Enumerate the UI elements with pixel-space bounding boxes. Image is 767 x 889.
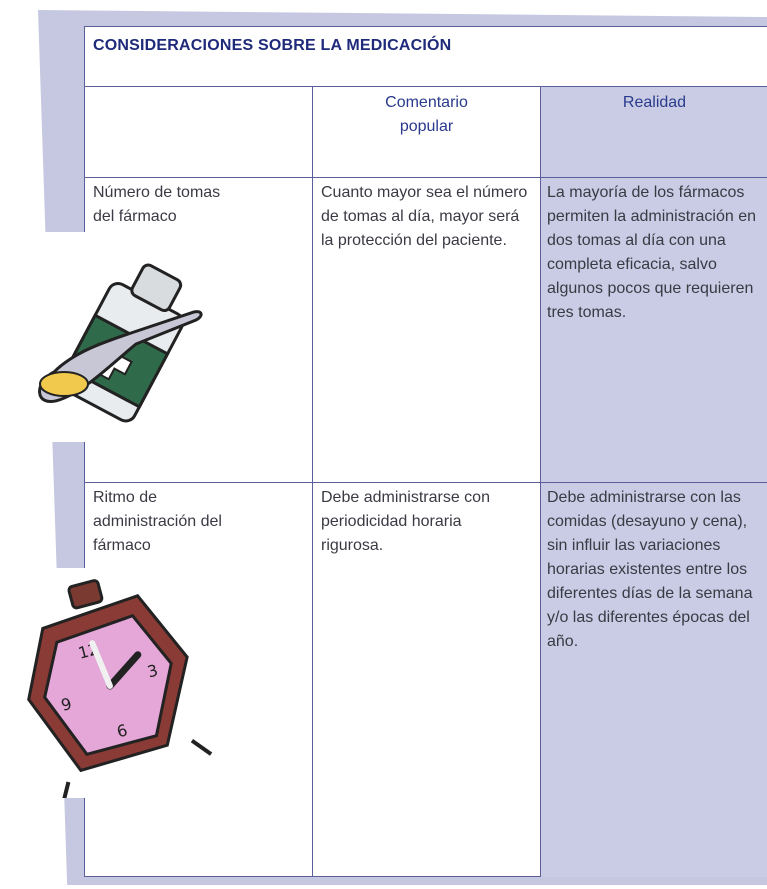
row-1-topic: Número de tomas del fármaco [93, 184, 221, 225]
medicine-bottle-spoon-icon [14, 232, 214, 442]
row-2-reality: Debe administrarse con las comidas (desa… [547, 489, 753, 650]
divider [85, 177, 767, 178]
row-2-topic: Ritmo de administración del fármaco [93, 489, 222, 554]
table-title: CONSIDERACIONES SOBRE LA MEDICACIÓN [93, 37, 452, 54]
header-reality: Realidad [622, 94, 687, 111]
row-1-popular: Cuanto mayor sea el número de tomas al d… [321, 184, 528, 249]
row-2-popular: Debe administrarse con periodicidad hora… [321, 489, 490, 554]
alarm-clock-icon: 12 3 6 9 [0, 568, 220, 803]
divider [312, 86, 313, 877]
svg-text:9: 9 [59, 694, 74, 715]
svg-text:6: 6 [115, 720, 130, 741]
divider [540, 86, 541, 877]
svg-text:3: 3 [145, 660, 160, 681]
reality-column-background [540, 86, 767, 877]
divider [85, 482, 767, 483]
header-popular: Comentario popular [385, 94, 468, 135]
divider [85, 86, 767, 87]
row-1-reality: La mayoría de los fármacos permiten la a… [547, 184, 756, 321]
